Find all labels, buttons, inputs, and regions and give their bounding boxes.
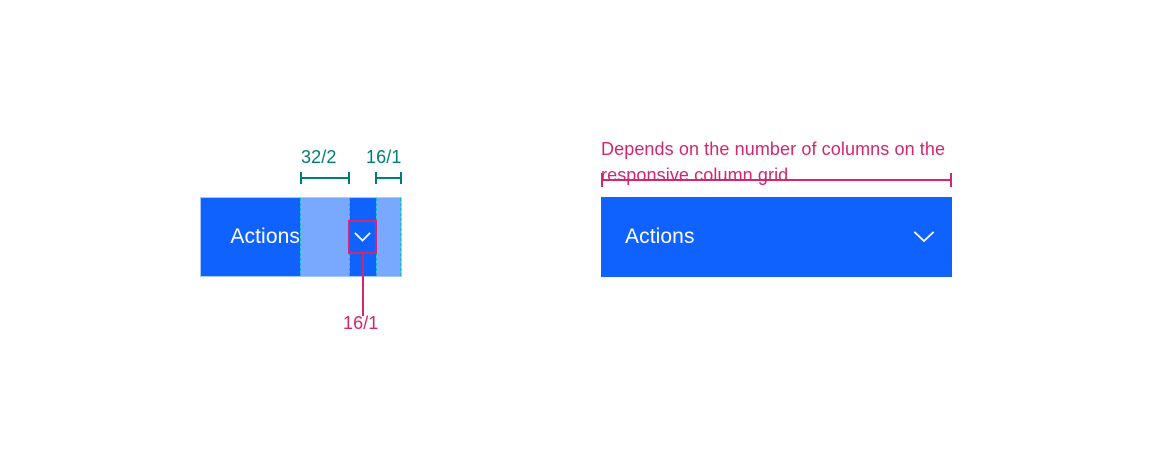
measurement-bracket-16 bbox=[375, 172, 402, 184]
measurement-label-16: 16/1 bbox=[366, 147, 402, 167]
spacing-region-16 bbox=[376, 198, 401, 276]
callout-leader-line bbox=[362, 254, 364, 316]
annotated-button-label-area: Actions bbox=[201, 198, 300, 276]
actions-button[interactable]: Actions bbox=[601, 197, 952, 277]
responsive-width-bracket bbox=[601, 173, 952, 187]
measurement-bracket-32 bbox=[300, 172, 350, 184]
bracket-cap-right bbox=[400, 172, 402, 184]
bracket-cap-right bbox=[950, 173, 952, 187]
annotated-button-label: Actions bbox=[230, 225, 300, 248]
bracket-cap-right bbox=[348, 172, 350, 184]
actions-button-label: Actions bbox=[625, 225, 695, 248]
left-spec-diagram: 32/2 16/1 Actions 16/1 bbox=[200, 130, 410, 340]
chevron-down-icon bbox=[913, 231, 935, 243]
bracket-line bbox=[300, 177, 350, 179]
bracket-line bbox=[601, 179, 952, 181]
bracket-line bbox=[375, 177, 402, 179]
annotated-actions-button[interactable]: Actions bbox=[200, 197, 402, 277]
callout-label-16: 16/1 bbox=[343, 313, 379, 333]
measurement-label-32: 32/2 bbox=[301, 147, 337, 167]
chevron-down-icon bbox=[354, 231, 372, 242]
spacing-region-32 bbox=[299, 198, 350, 276]
right-spec-example: Depends on the number of columns on the … bbox=[601, 118, 953, 283]
